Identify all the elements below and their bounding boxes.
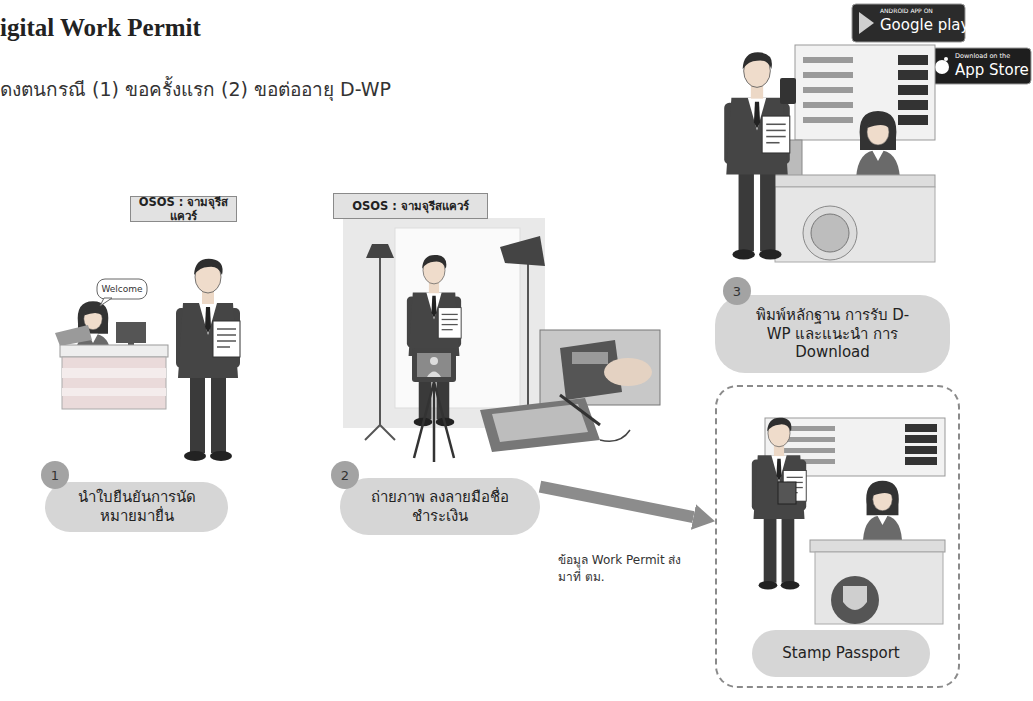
node-text: พิมพ์หลักฐาน การรับ D-WP และแนะนำ การ Do…	[749, 306, 916, 362]
printing-counter-scene	[856, 111, 900, 178]
immigration-counter-scene	[905, 424, 937, 432]
printing-counter-scene	[780, 78, 796, 104]
app-badges	[859, 12, 874, 34]
edge-label: ข้อมูล Work Permit ส่งมาที่ ตม.	[558, 552, 683, 586]
reception-scene	[55, 259, 240, 461]
badge-text: Google play	[880, 16, 969, 34]
printing-counter-scene	[898, 115, 928, 125]
node-text: ถ่ายภาพ ลงลายมือชื่อ ชำระเงิน	[354, 488, 526, 526]
printing-counter-scene	[803, 87, 853, 93]
photo-studio-scene	[365, 425, 380, 440]
photo-studio-scene	[604, 358, 652, 386]
printing-counter-scene	[898, 70, 928, 80]
location-header: OSOS : จามจุรีสแควร์	[130, 196, 237, 222]
node-text: OSOS : จามจุรีสแควร์	[352, 199, 469, 213]
step-number: 1	[41, 461, 69, 489]
reception-scene	[60, 345, 168, 357]
reception-scene	[62, 388, 166, 396]
printing-counter-scene	[803, 206, 857, 260]
photo-studio-scene	[600, 430, 630, 441]
flow-arrow	[540, 487, 693, 518]
printing-counter-scene	[898, 100, 928, 110]
photo-studio-scene	[560, 395, 600, 425]
badge-text: Download on the	[955, 52, 1010, 60]
immigration-counter-scene	[810, 540, 945, 552]
printing-counter-scene	[724, 52, 790, 259]
immigration-counter-scene	[752, 418, 806, 590]
badge-text: App Store	[955, 61, 1029, 79]
photo-studio-scene	[417, 353, 451, 377]
immigration-counter-scene	[778, 482, 796, 504]
speech-text: Welcome	[97, 279, 147, 299]
photo-studio-scene	[492, 404, 588, 442]
subtitle: ดงตนกรณี (1) ขอครั้งแรก (2) ขอต่ออายุ D-…	[0, 74, 391, 104]
photo-studio-scene	[480, 398, 600, 452]
photo-studio-scene	[572, 352, 608, 364]
printing-counter-scene	[803, 102, 853, 108]
step-box: พิมพ์หลักฐาน การรับ D-WP และแนะนำ การ Do…	[715, 295, 950, 373]
node-text: Stamp Passport	[782, 644, 899, 663]
immigration-counter-scene	[752, 418, 945, 624]
photo-studio-scene	[366, 244, 394, 258]
immigration-counter-scene	[905, 457, 937, 465]
reception-scene	[116, 322, 146, 343]
immigration-counter-scene	[905, 435, 937, 443]
app-badges	[935, 60, 949, 74]
printing-counter-scene	[811, 214, 849, 252]
location-header: OSOS : จามจุรีสแควร์	[333, 193, 488, 219]
node-text: นำใบยืนยันการนัด หมายมายื่น	[59, 488, 214, 526]
step-box: นำใบยืนยันการนัด หมายมายื่น	[45, 482, 228, 532]
photo-studio-scene	[343, 218, 545, 428]
reception-scene	[55, 325, 92, 346]
photo-studio-scene	[343, 218, 660, 462]
printing-counter-scene	[803, 57, 853, 123]
photo-studio-scene	[380, 425, 395, 440]
reception-scene	[97, 279, 147, 299]
photo-studio-scene	[412, 348, 456, 382]
step-number: 2	[331, 461, 359, 489]
photo-studio-scene	[433, 382, 436, 462]
immigration-counter-scene	[905, 424, 937, 465]
app-badges	[928, 48, 1031, 84]
photo-studio-scene	[500, 236, 545, 266]
printing-counter-scene	[724, 45, 935, 262]
printing-counter-scene	[803, 72, 853, 78]
photo-studio-scene	[527, 262, 529, 425]
photo-studio-scene	[430, 357, 438, 365]
immigration-group: Stamp Passport	[715, 385, 960, 688]
step-box: ถ่ายภาพ ลงลายมือชื่อ ชำระเงิน	[340, 478, 540, 535]
reception-scene	[62, 368, 166, 378]
photo-studio-scene	[379, 258, 381, 425]
printing-counter-scene	[898, 55, 928, 65]
printing-counter-scene	[775, 187, 935, 262]
printing-counter-scene	[803, 57, 853, 63]
badge-text: ANDROID APP ON	[880, 7, 933, 14]
photo-studio-scene	[434, 382, 454, 458]
printing-counter-scene	[803, 117, 853, 123]
photo-studio-scene	[414, 382, 434, 458]
photo-studio-scene	[540, 330, 660, 405]
step-box: Stamp Passport	[752, 630, 930, 677]
immigration-counter-scene	[815, 552, 943, 624]
step-number: 3	[723, 277, 751, 305]
reception-scene	[100, 298, 112, 306]
immigration-counter-scene	[905, 446, 937, 454]
printing-counter-scene	[898, 55, 928, 125]
printing-counter-scene	[770, 175, 935, 187]
printing-counter-scene	[898, 85, 928, 95]
photo-studio-scene	[427, 372, 441, 378]
immigration-counter-scene	[843, 586, 867, 610]
immigration-counter-scene	[863, 481, 902, 540]
immigration-counter-scene	[831, 576, 879, 624]
diagram-title: igital Work Permit	[0, 14, 201, 42]
reception-scene	[176, 259, 240, 461]
app-badges	[944, 57, 948, 61]
node-text: OSOS : จามจุรีสแควร์	[131, 195, 236, 224]
reception-scene	[62, 357, 166, 409]
